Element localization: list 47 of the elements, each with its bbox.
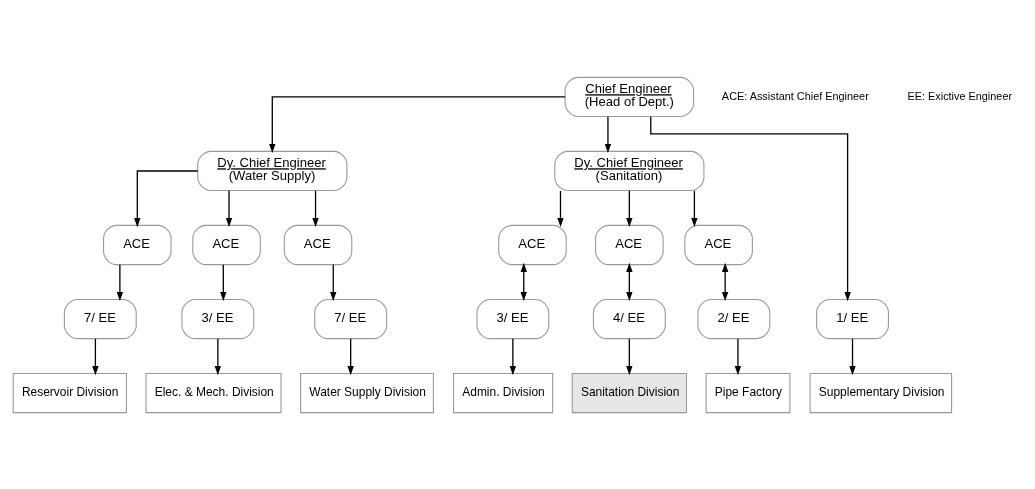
arrow	[734, 337, 742, 375]
node-box: ACE	[192, 224, 261, 265]
arrow	[691, 189, 698, 227]
arrow	[116, 263, 124, 301]
node-box: 3/ EE	[476, 298, 550, 339]
node-box: ACE	[283, 224, 353, 265]
arrow	[214, 337, 222, 375]
arrow	[557, 189, 564, 227]
arrow	[721, 262, 729, 301]
node-box: Elec. & Mech. Division	[145, 372, 282, 413]
node-box: 7/ EE	[63, 298, 137, 339]
node-box: 2/ EE	[697, 298, 771, 339]
arrow	[312, 189, 319, 227]
node-box: 7/ EE	[314, 298, 388, 339]
node-box: 3/ EE	[181, 298, 255, 339]
node-box: ACE	[595, 224, 664, 265]
node-box: Supplementary Division	[809, 372, 953, 413]
arrow	[626, 262, 633, 301]
arrow	[269, 95, 566, 153]
arrow	[347, 337, 354, 375]
arrow	[330, 263, 337, 301]
arrow	[520, 262, 527, 301]
label: EE: Exictive Engineer	[907, 89, 1013, 102]
arrow	[92, 337, 99, 375]
node-box: ACE	[498, 224, 567, 265]
node-box: Sanitation Division	[571, 372, 688, 413]
node-box: Water Supply Division	[300, 372, 434, 413]
node-box: ACE	[103, 224, 172, 265]
label: ACE: Assistant Chief Engineer	[721, 89, 869, 102]
node-box: Dy. Chief Engineer (Water Supply)	[197, 150, 348, 191]
node-box: Dy. Chief Engineer (Sanitation)	[554, 150, 705, 191]
arrow	[604, 115, 612, 153]
arrow	[220, 263, 227, 301]
arrow	[849, 337, 856, 375]
arrow	[134, 169, 199, 227]
node-box: Reservoir Division	[12, 372, 127, 413]
node-box: 4/ EE	[592, 298, 666, 339]
arrow	[626, 337, 633, 375]
arrow	[650, 115, 851, 301]
arrow	[509, 337, 517, 375]
node-box: Chief Engineer (Head of Dept.)	[564, 76, 695, 117]
node-box: 1/ EE	[816, 298, 889, 339]
node-box: Pipe Factory	[705, 372, 791, 413]
arrow	[626, 189, 633, 227]
node-box: Admin. Division	[453, 372, 554, 413]
node-box: ACE	[684, 224, 753, 265]
arrow	[225, 189, 233, 227]
